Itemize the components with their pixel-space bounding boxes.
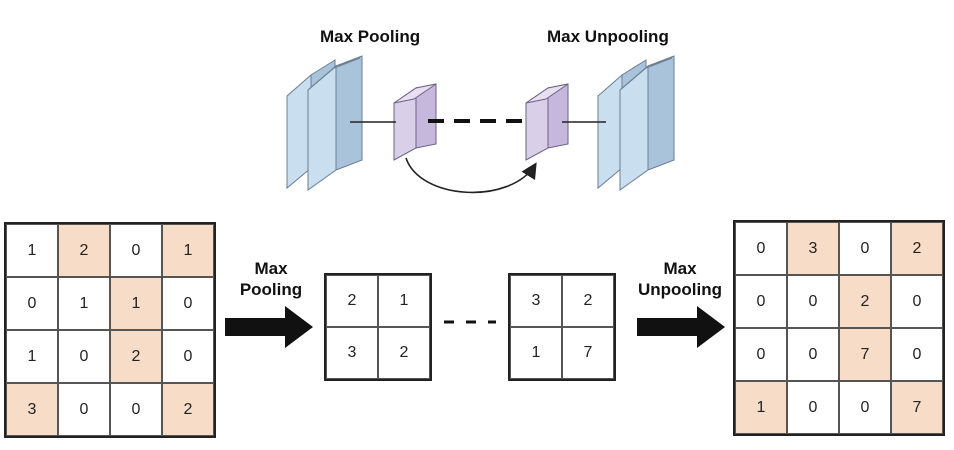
grid-cell: 2: [58, 224, 110, 277]
grid-cell: 1: [378, 275, 430, 327]
decoder-block-right-2: [619, 55, 675, 191]
grid-cell: 2: [110, 330, 162, 383]
grid-cell: 0: [58, 330, 110, 383]
grid-cell: 0: [735, 275, 787, 328]
pooled-block-left: [393, 83, 437, 161]
unpool-block-right: [525, 83, 569, 161]
grid-cell: 2: [378, 327, 430, 379]
grid-cell: 0: [110, 224, 162, 277]
right-arrow-icon: [637, 306, 725, 348]
grid-cell: 0: [110, 383, 162, 436]
max-unpooling-operation-label: Max Unpooling: [630, 258, 730, 300]
grid-cell: 3: [6, 383, 58, 436]
grid-cell: 1: [735, 381, 787, 434]
grid-cell: 1: [6, 224, 58, 277]
unpool-label-line1: Max: [663, 259, 697, 278]
grid-cell: 1: [510, 327, 562, 379]
pool-label-line2: Pooling: [239, 280, 303, 299]
grid-cell: 0: [58, 383, 110, 436]
grid-cell: 3: [326, 327, 378, 379]
grid-cell: 2: [562, 275, 614, 327]
grid-cell: 0: [787, 275, 839, 328]
grid-cell: 2: [891, 222, 943, 275]
grid-cell: 0: [162, 277, 214, 330]
ellipsis-dash-icon: [444, 320, 496, 324]
grid-cell: 0: [735, 222, 787, 275]
encoder-decoder-diagram: Max Pooling Max Unpooling: [286, 27, 675, 194]
grid-cell: 1: [110, 277, 162, 330]
grid-cell: 7: [562, 327, 614, 379]
grid-cell: 7: [839, 328, 891, 381]
grid-cell: 2: [162, 383, 214, 436]
grid-cell: 0: [787, 381, 839, 434]
pool-label-line1: Max: [254, 259, 288, 278]
max-pooling-title: Max Pooling: [320, 27, 420, 46]
grid-cell: 0: [735, 328, 787, 381]
max-pooling-operation-label: Max Pooling: [236, 258, 306, 300]
grid-cell: 0: [891, 275, 943, 328]
grid-cell: 2: [839, 275, 891, 328]
grid-cell: 3: [787, 222, 839, 275]
grid-cell: 0: [891, 328, 943, 381]
grid-cell: 0: [6, 277, 58, 330]
grid-cell: 0: [839, 381, 891, 434]
grid-cell: 1: [6, 330, 58, 383]
grid-cell: 1: [58, 277, 110, 330]
max-unpooling-title: Max Unpooling: [547, 27, 669, 46]
encoder-block-left-2: [307, 55, 363, 191]
grid-cell: 0: [787, 328, 839, 381]
grid-cell: 2: [326, 275, 378, 327]
right-arrow-icon: [225, 306, 313, 348]
unpool-label-line2: Unpooling: [637, 280, 723, 299]
grid-cell: 1: [162, 224, 214, 277]
grid-cell: 3: [510, 275, 562, 327]
grid-cell: 0: [162, 330, 214, 383]
grid-cell: 0: [839, 222, 891, 275]
grid-cell: 7: [891, 381, 943, 434]
skip-index-arrow: [405, 157, 537, 194]
